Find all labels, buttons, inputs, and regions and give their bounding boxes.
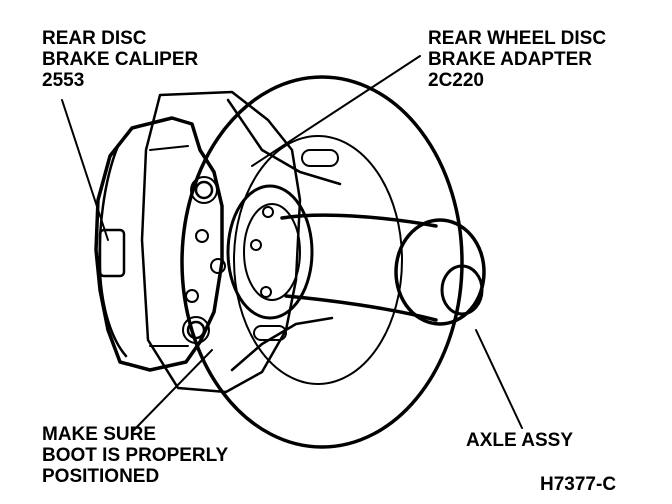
- caliper-bridge: [149, 145, 189, 347]
- caliper-body: [94, 116, 224, 372]
- label-rear-disc-brake-caliper: REAR DISC BRAKE CALIPER 2553: [42, 28, 199, 91]
- adapter-bolt: [210, 258, 226, 274]
- adapter-upper-arm: [226, 98, 342, 186]
- leader-boot: [131, 349, 213, 433]
- adapter-plate: [140, 90, 302, 394]
- caliper-piston-window: [98, 228, 126, 278]
- adapter-lower-arm: [230, 316, 334, 372]
- hub-stud: [250, 239, 262, 251]
- figure-id: H7377-C: [540, 474, 617, 495]
- axle-shaft-end: [440, 264, 484, 316]
- caliper-bolt-upper-ring: [190, 176, 218, 204]
- adapter-lower-slot: [253, 325, 287, 341]
- rotor-inner-ring: [233, 135, 403, 385]
- axle-tube-end: [394, 218, 486, 326]
- label-rear-wheel-disc-brake-adapter: REAR WHEEL DISC BRAKE ADAPTER 2C220: [428, 28, 607, 91]
- caliper-bolt-mid: [195, 229, 209, 243]
- caliper-bolt-lower-ring: [182, 316, 210, 344]
- caliper-bolt-upper: [194, 180, 214, 200]
- label-make-sure-boot-positioned: MAKE SURE BOOT IS PROPERLY POSITIONED: [42, 424, 229, 487]
- hub-stud: [262, 206, 274, 218]
- caliper-bolt-mid2: [185, 289, 199, 303]
- leader-caliper: [61, 99, 109, 241]
- hub-flange-inner: [243, 203, 301, 301]
- caliper-bolt-lower: [186, 320, 206, 340]
- leader-adapter: [251, 55, 421, 167]
- hub-stud: [260, 286, 272, 298]
- hub-flange: [226, 184, 314, 320]
- label-axle-assy: AXLE ASSY: [466, 430, 573, 451]
- leader-axle: [475, 329, 523, 429]
- adapter-upper-slot: [301, 149, 339, 167]
- brake-rotor: [180, 75, 464, 449]
- axle-tube-body: [280, 213, 438, 322]
